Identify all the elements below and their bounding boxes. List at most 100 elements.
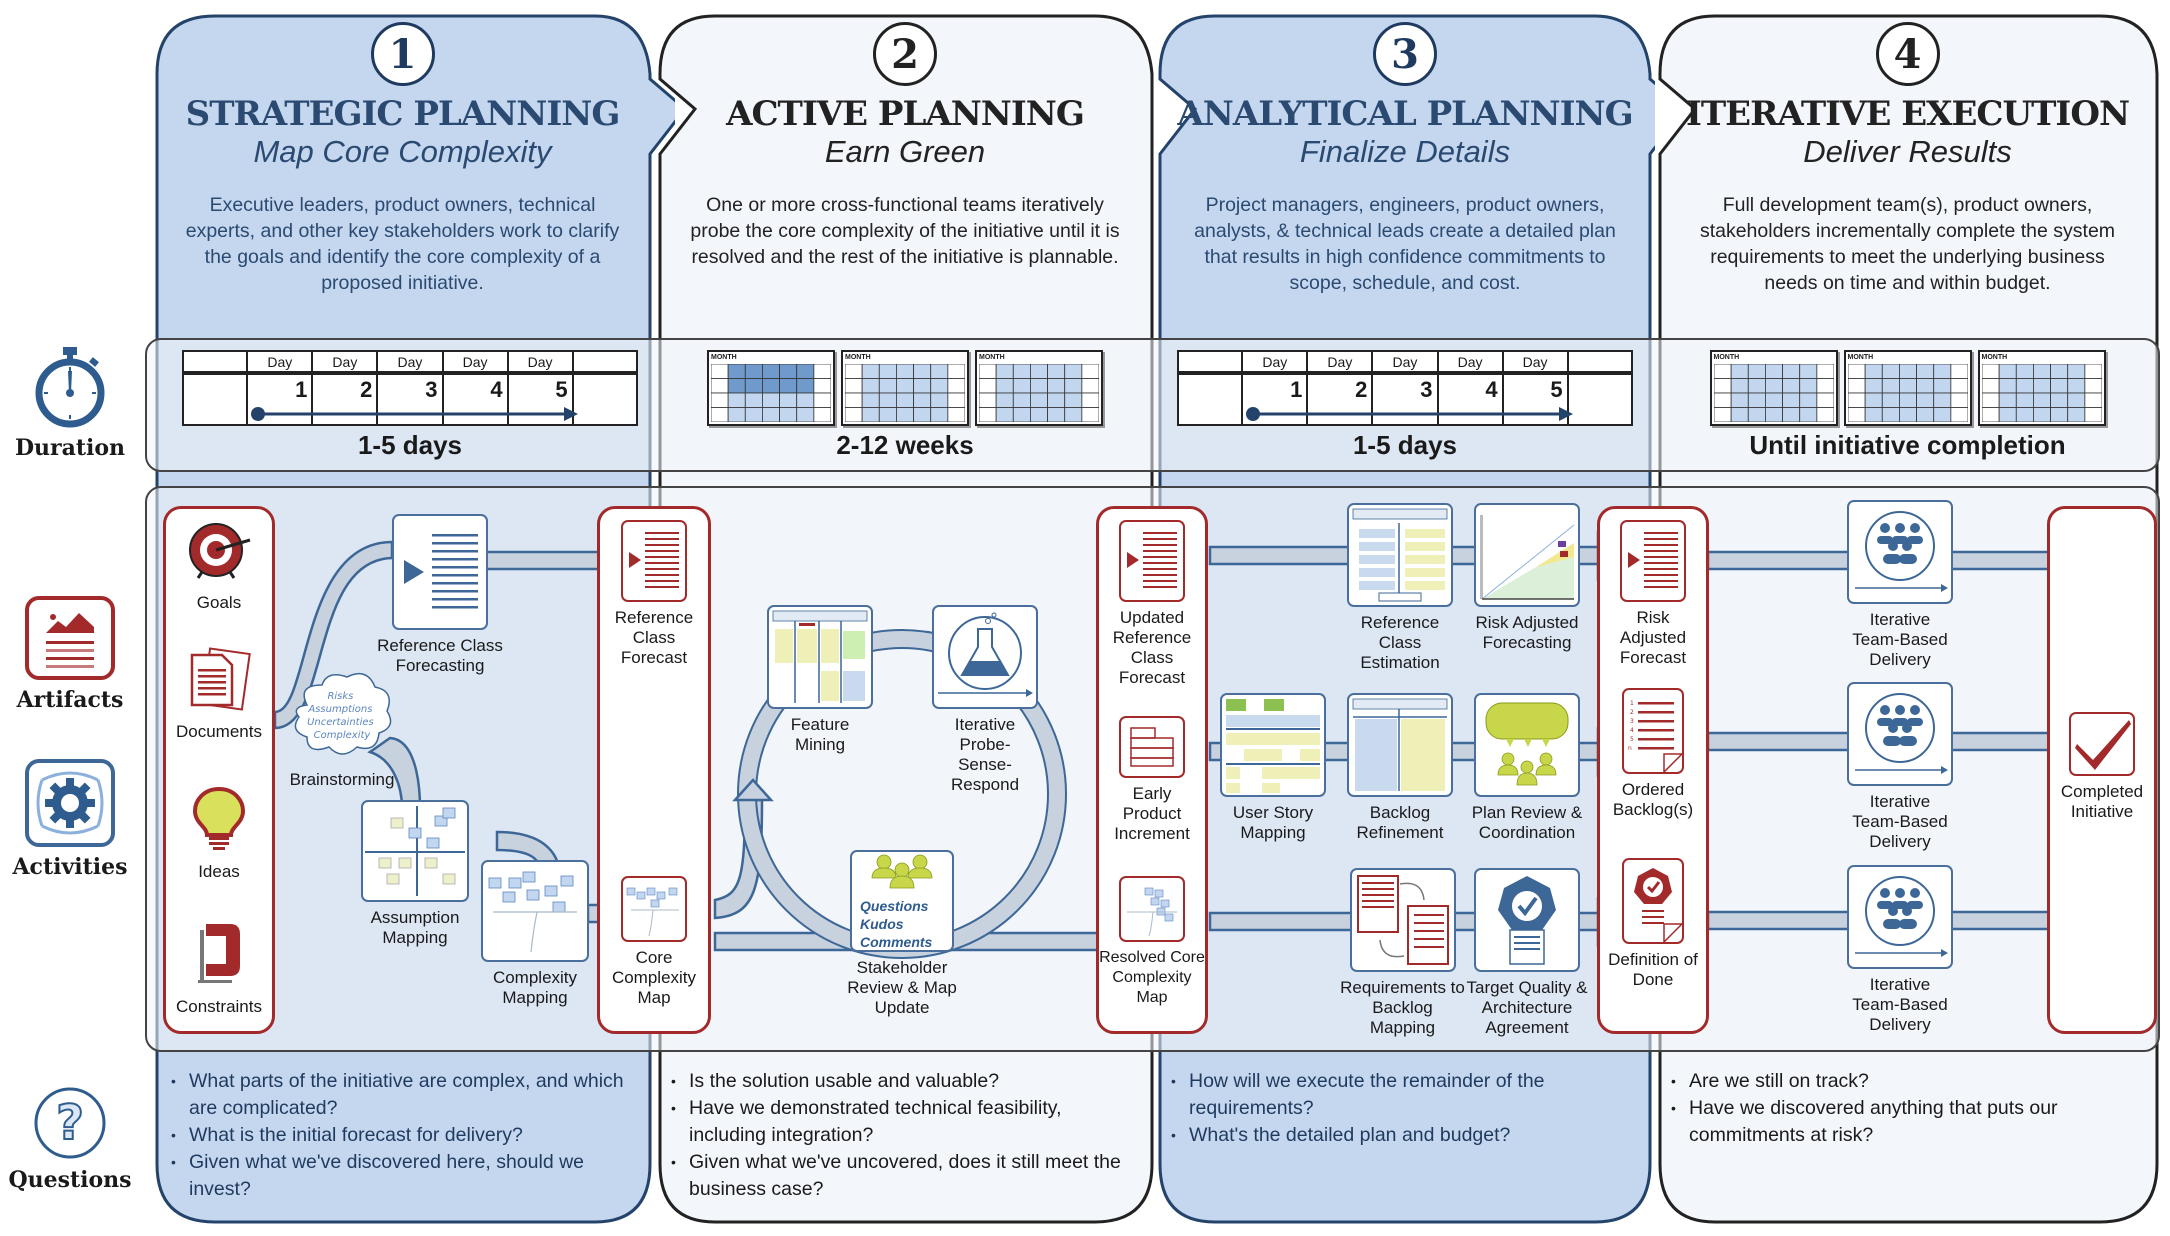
svg-text:n: n bbox=[1628, 745, 1632, 752]
artifact-updated-reference-class-forecast: Updated Reference Class Forecast bbox=[1096, 520, 1208, 688]
risk-chart-icon bbox=[1474, 503, 1580, 607]
input-documents: Documents bbox=[163, 645, 275, 742]
question-item: Have we discovered anything that puts ou… bbox=[1665, 1095, 2135, 1149]
flask-icon bbox=[932, 605, 1038, 709]
phase-number-badge: 2 bbox=[873, 22, 937, 86]
clamp-icon bbox=[198, 924, 240, 983]
phase-subtitle: Earn Green bbox=[824, 134, 986, 169]
artifact-risk-adjusted-forecast: Risk Adjusted Forecast bbox=[1597, 520, 1709, 668]
phase-title: ANALYTICAL PLANNING bbox=[1177, 94, 1633, 134]
input-ideas: Ideas bbox=[163, 785, 275, 882]
checkmark-icon bbox=[2069, 712, 2135, 776]
quadrant-map-icon bbox=[361, 800, 469, 902]
product-increment-icon bbox=[1119, 716, 1185, 778]
people-icon bbox=[871, 854, 933, 889]
month-calendar-icon: MONTH bbox=[707, 350, 835, 426]
phase-description: One or more cross-functional teams itera… bbox=[690, 194, 1120, 268]
input-goals: Goals bbox=[163, 522, 275, 613]
forecast-doc-icon bbox=[1119, 520, 1185, 602]
artifact-early-product-increment: Early Product Increment bbox=[1096, 716, 1208, 844]
timeline-arrow-icon bbox=[251, 407, 578, 421]
stakeholder-feedback-icon: Questions Kudos Comments bbox=[850, 850, 954, 952]
phase-subtitle: Finalize Details bbox=[1299, 134, 1511, 169]
question-item: What's the detailed plan and budget? bbox=[1165, 1122, 1635, 1149]
documents-icon bbox=[190, 647, 251, 711]
activity-team-delivery: Iterative Team-Based Delivery bbox=[1835, 865, 1965, 1035]
timeline-arrow-icon bbox=[1246, 407, 1573, 421]
phase-subtitle: Deliver Results bbox=[1803, 134, 2012, 169]
artifact-reference-class-forecast: Reference Class Forecast bbox=[597, 520, 711, 668]
month-calendar-icon: MONTH bbox=[1843, 350, 1972, 426]
complexity-map-icon bbox=[621, 876, 687, 942]
artifact-completed-initiative: Completed Initiative bbox=[2047, 712, 2157, 822]
stopwatch-icon bbox=[35, 347, 105, 428]
target-icon bbox=[189, 523, 251, 579]
plan-review-icon bbox=[1474, 693, 1580, 797]
cloud-icon: Risks Assumptions Uncertainties Complexi… bbox=[294, 672, 392, 755]
svg-text:2: 2 bbox=[1630, 709, 1634, 716]
lightbulb-icon bbox=[192, 786, 246, 850]
activity-brainstorming: Risks Assumptions Uncertainties Complexi… bbox=[282, 665, 402, 790]
activity-user-story-mapping: User Story Mapping bbox=[1213, 693, 1333, 843]
month-calendar-icon: MONTH bbox=[1977, 350, 2106, 426]
row-label-questions: ? Questions bbox=[0, 1085, 140, 1193]
row-label-artifacts: Artifacts bbox=[0, 595, 140, 713]
phase-4-header: 4 ITERATIVE EXECUTION Deliver Results Fu… bbox=[1660, 22, 2155, 296]
question-item: Is the solution usable and valuable? bbox=[665, 1068, 1135, 1095]
inputs-group bbox=[163, 506, 275, 1034]
forecast-doc-icon bbox=[621, 520, 687, 602]
month-calendar-icon: MONTH bbox=[1709, 350, 1838, 426]
activity-target-quality: Target Quality & Architecture Agreement bbox=[1462, 868, 1592, 1038]
phase-description: Executive leaders, product owners, techn… bbox=[185, 194, 620, 294]
phase-subtitle: Map Core Complexity bbox=[253, 134, 552, 169]
svg-text:Risks Assumptions: Risks Assumptions Uncertainties Complexi… bbox=[307, 691, 377, 741]
activity-requirements-mapping: Requirements to Backlog Mapping bbox=[1340, 868, 1465, 1038]
activity-backlog-refinement: Backlog Refinement bbox=[1340, 693, 1460, 843]
phase-4-questions: Are we still on track?Have we discovered… bbox=[1665, 1068, 2135, 1149]
activity-reference-class-estimation: Reference Class Estimation bbox=[1340, 503, 1460, 673]
row-label-activities: Activities bbox=[0, 758, 140, 880]
phase-1-questions: What parts of the initiative are complex… bbox=[165, 1068, 635, 1203]
team-icon bbox=[1847, 682, 1953, 786]
phase-3-header: 3 ANALYTICAL PLANNING Finalize Details P… bbox=[1160, 22, 1650, 296]
phase-2-header: 2 ACTIVE PLANNING Earn Green One or more… bbox=[660, 22, 1150, 270]
core-complexity-board-icon bbox=[767, 605, 873, 709]
team-icon bbox=[1847, 500, 1953, 604]
phase-description: Full development team(s), product owners… bbox=[1699, 194, 2116, 294]
activity-feature-mining: Feature Mining bbox=[760, 605, 880, 755]
activity-reference-class-forecasting: Reference Class Forecasting bbox=[365, 514, 515, 676]
phase-description: Project managers, engineers, product own… bbox=[1194, 194, 1616, 294]
duration-label: 2-12 weeks bbox=[836, 430, 974, 460]
activity-risk-adjusted-forecasting: Risk Adjusted Forecasting bbox=[1462, 503, 1592, 653]
artifact-resolved-core-complexity-map: Resolved Core Complexity Map bbox=[1096, 876, 1208, 1008]
question-icon: ? bbox=[34, 1087, 106, 1159]
activity-probe-sense-respond: Iterative Probe-Sense-Respond bbox=[925, 605, 1045, 795]
phase-number-badge: 4 bbox=[1875, 22, 1940, 86]
gear-cycle-icon bbox=[25, 759, 115, 847]
question-item: What is the initial forecast for deliver… bbox=[165, 1122, 635, 1149]
row-label-duration: Duration bbox=[0, 345, 140, 461]
activity-stakeholder-review: Questions Kudos Comments Stakeholder Rev… bbox=[830, 850, 974, 1018]
duration-label: Until initiative completion bbox=[1749, 430, 2066, 460]
story-map-icon bbox=[1220, 693, 1326, 797]
phase-number-badge: 1 bbox=[370, 22, 435, 86]
requirements-mapping-icon bbox=[1349, 868, 1456, 972]
question-item: How will we execute the remainder of the… bbox=[1165, 1068, 1635, 1122]
svg-text:3: 3 bbox=[1630, 718, 1634, 725]
duration-label: 1-5 days bbox=[357, 430, 463, 460]
artifact-core-complexity-map: Core Complexity Map bbox=[597, 876, 711, 1008]
activity-team-delivery: Iterative Team-Based Delivery bbox=[1835, 500, 1965, 670]
estimation-table-icon bbox=[1347, 503, 1453, 607]
month-calendar-icon: MONTH bbox=[841, 350, 969, 426]
activity-complexity-mapping: Complexity Mapping bbox=[470, 860, 600, 1008]
activity-plan-review: Plan Review & Coordination bbox=[1462, 693, 1592, 843]
phase-title: STRATEGIC PLANNING bbox=[185, 94, 621, 134]
question-item: Are we still on track? bbox=[1665, 1068, 2135, 1095]
input-constraints: Constraints bbox=[163, 920, 275, 1017]
phase-2-questions: Is the solution usable and valuable?Have… bbox=[665, 1068, 1135, 1203]
phase-title: ACTIVE PLANNING bbox=[726, 94, 1085, 134]
